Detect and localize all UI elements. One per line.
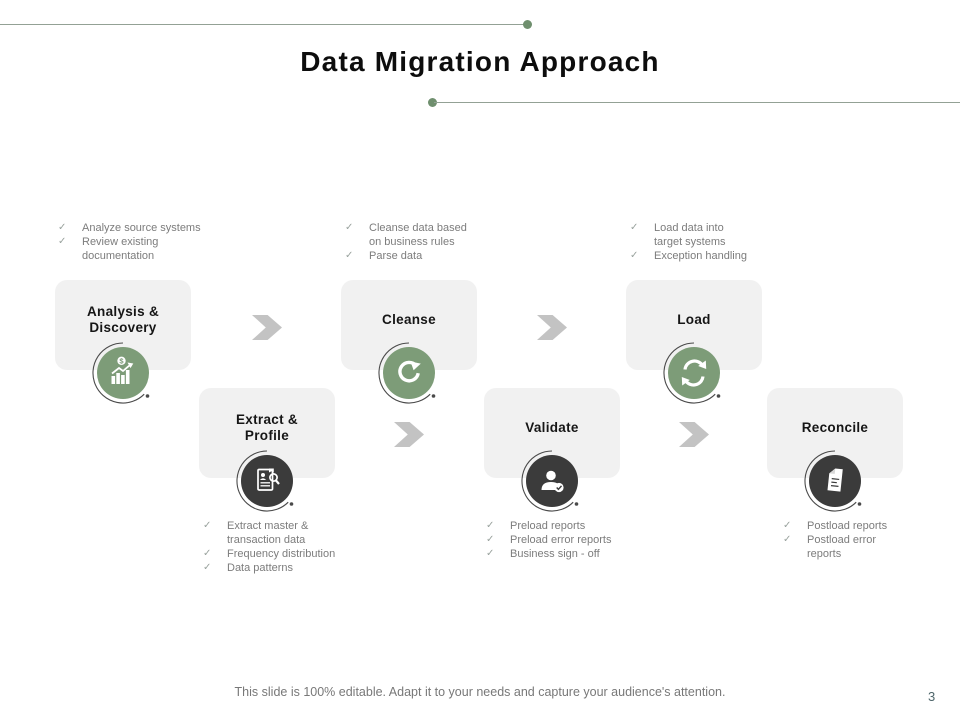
bullet-item: ✓ Load data into target systems (630, 221, 810, 249)
svg-text:$: $ (119, 357, 124, 366)
growth-chart-icon: $ (92, 342, 150, 404)
check-icon: ✓ (783, 534, 792, 545)
bullet-text: Data patterns (227, 562, 294, 574)
user-check-icon (521, 450, 579, 512)
report-icon (804, 450, 862, 512)
bullet-text: Preload reports (510, 520, 586, 532)
bullet-text: Cleanse data based on business rules (369, 222, 467, 248)
bullet-item: ✓ Frequency distribution (203, 547, 383, 561)
flow-arrow-icon (252, 315, 282, 340)
bullet-text: Exception handling (654, 250, 747, 262)
check-icon: ✓ (486, 534, 495, 545)
bullets-validate: ✓ Preload reports ✓ Preload error report… (486, 519, 666, 561)
sync-icon (663, 342, 721, 404)
bullet-item: ✓ Cleanse data based on business rules (345, 221, 525, 249)
bullet-text: Preload error reports (510, 534, 612, 546)
bullet-item: ✓ Extract master & transaction data (203, 519, 383, 547)
header-line-top (0, 24, 525, 25)
check-icon: ✓ (203, 520, 212, 531)
bullet-text: Extract master & transaction data (227, 520, 309, 546)
flow-arrow-icon (679, 422, 709, 447)
bullet-text: Postload reports (807, 520, 888, 532)
bullet-text: Parse data (369, 250, 423, 262)
check-icon: ✓ (630, 250, 639, 261)
bullet-item: ✓ Business sign - off (486, 547, 666, 561)
check-icon: ✓ (58, 236, 67, 247)
header-dot-bottom (428, 98, 437, 107)
bullet-item: ✓ Preload reports (486, 519, 666, 533)
bullet-item: ✓ Exception handling (630, 249, 810, 263)
bullet-item: ✓ Postload reports (783, 519, 960, 533)
check-icon: ✓ (203, 548, 212, 559)
bullet-text: Postload error reports (807, 534, 877, 560)
flow-arrow-icon (537, 315, 567, 340)
document-search-icon (236, 450, 294, 512)
check-icon: ✓ (486, 520, 495, 531)
bullets-analysis-discovery: ✓ Analyze source systems ✓ Review existi… (58, 221, 238, 263)
bullet-item: ✓ Data patterns (203, 561, 383, 575)
bullet-item: ✓ Review existing documentation (58, 235, 238, 263)
check-icon: ✓ (486, 548, 495, 559)
bullet-text: Business sign - off (510, 548, 600, 560)
bullet-text: Review existing documentation (82, 236, 159, 262)
bullets-reconcile: ✓ Postload reports ✓ Postload error repo… (783, 519, 960, 561)
bullet-item: ✓ Postload error reports (783, 533, 960, 561)
bullets-extract-profile: ✓ Extract master & transaction data ✓ Fr… (203, 519, 383, 575)
footer-note: This slide is 100% editable. Adapt it to… (234, 685, 726, 699)
bullet-text: Analyze source systems (82, 222, 201, 234)
flow-arrow-icon (394, 422, 424, 447)
header-line-bottom (434, 102, 960, 103)
refresh-icon (378, 342, 436, 404)
check-icon: ✓ (203, 562, 212, 573)
check-icon: ✓ (783, 520, 792, 531)
check-icon: ✓ (345, 250, 354, 261)
bullet-item: ✓ Preload error reports (486, 533, 666, 547)
check-icon: ✓ (345, 222, 354, 233)
page-title: Data Migration Approach (300, 46, 660, 77)
bullets-load: ✓ Load data into target systems ✓ Except… (630, 221, 810, 263)
bullet-item: ✓ Parse data (345, 249, 525, 263)
check-icon: ✓ (630, 222, 639, 233)
header-dot-top (523, 20, 532, 29)
bullet-text: Frequency distribution (227, 548, 336, 560)
check-icon: ✓ (58, 222, 67, 233)
bullet-item: ✓ Analyze source systems (58, 221, 238, 235)
bullet-text: Load data into target systems (654, 222, 726, 248)
bullets-cleanse: ✓ Cleanse data based on business rules ✓… (345, 221, 525, 263)
page-number: 3 (928, 689, 936, 704)
